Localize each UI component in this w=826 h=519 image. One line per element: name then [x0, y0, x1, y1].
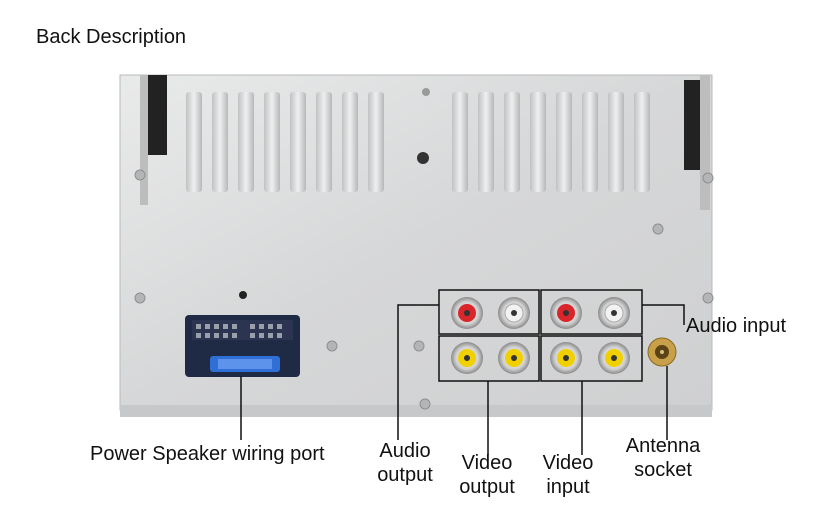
rca-audio-input	[550, 297, 630, 329]
left-bracket	[147, 75, 167, 155]
audio-input-label: Audio input	[686, 315, 787, 337]
rca-outlines	[438, 289, 643, 382]
right-vent-slots	[452, 92, 650, 192]
page-title: Back Description	[36, 26, 187, 48]
rca-audio-output	[451, 297, 530, 329]
leader-lines	[240, 304, 685, 455]
rca-video-input	[550, 342, 630, 374]
power-speaker-label: Power Speaker wiring port	[90, 443, 325, 465]
power-connector	[185, 315, 300, 377]
right-bracket	[684, 80, 702, 170]
left-vent-slots	[186, 92, 384, 192]
center-hole	[417, 152, 429, 164]
rca-video-output	[451, 342, 530, 374]
antenna-socket	[647, 337, 677, 367]
screws	[134, 169, 714, 410]
